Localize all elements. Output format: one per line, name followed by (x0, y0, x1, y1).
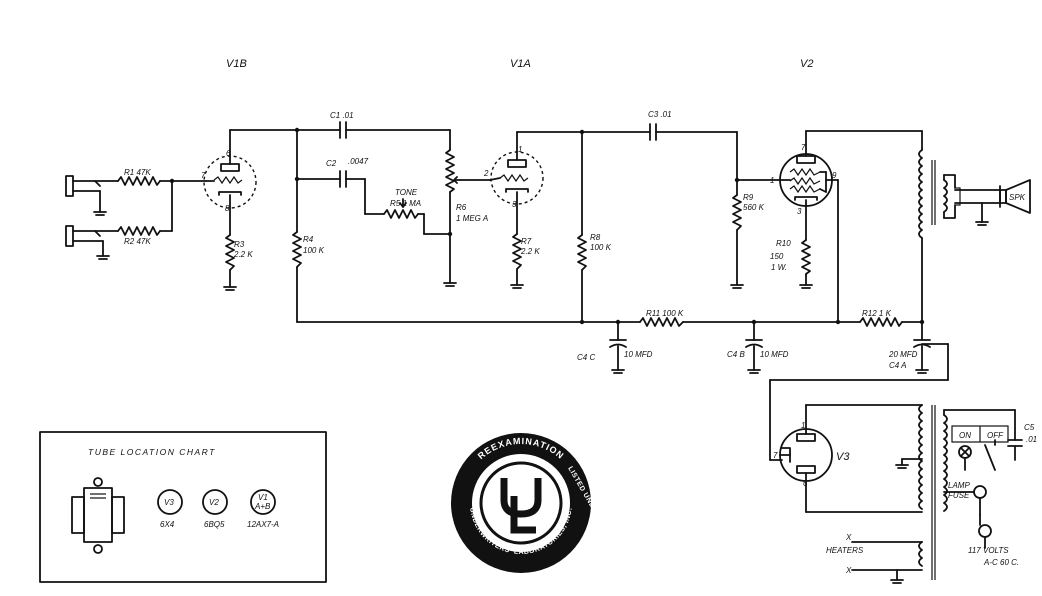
label-lamp: LAMP (948, 481, 970, 490)
ul-seal: REEXAMINATION UNDERWRITERS' LABORATORIES… (0, 0, 591, 573)
input-jack-2 (65, 225, 110, 260)
label-v3: V3 (836, 451, 850, 463)
label-c4b-value: 10 MFD (760, 350, 789, 359)
label-speaker: SPK (1009, 193, 1026, 202)
label-r10-wattage: 1 W. (771, 263, 787, 272)
resistor-r9 (732, 194, 742, 231)
label-switch-on: ON (959, 431, 971, 440)
label-heater-x1: X (845, 533, 852, 542)
chart-tube-v2 (202, 489, 228, 515)
resistor-r11 (639, 317, 684, 327)
label-c4a-value: 20 MFD (888, 350, 918, 359)
label-c4a: C4 A (889, 361, 907, 370)
label-fuse: FUSE (948, 491, 970, 500)
power-switch (943, 409, 1016, 471)
pin-v1b-grid: 7 (201, 171, 206, 180)
label-r10: R10 (776, 239, 791, 248)
pin-v1b-plate: 6 (226, 149, 231, 158)
label-c4c-value: 10 MFD (624, 350, 653, 359)
label-r6: R6 (456, 203, 467, 212)
pin-v3-plate-a: 1 (801, 421, 805, 430)
label-r4-value: 100 K (303, 246, 325, 255)
label-c5: C5 (1024, 423, 1035, 432)
label-c3: C3 .01 (648, 110, 672, 119)
resistor-r10 (801, 239, 811, 275)
chart-tube-v3 (157, 489, 183, 515)
label-r4: R4 (303, 235, 314, 244)
label-heaters: HEATERS (826, 546, 864, 555)
label-r7: R7 (521, 237, 532, 246)
transformer-icon (71, 477, 125, 554)
label-r6-value: 1 MEG A (456, 214, 488, 223)
label-v2: V2 (800, 58, 813, 70)
pin-v2-cathode: 3 (797, 207, 802, 216)
label-r5: R5 1 MA (390, 199, 421, 208)
label-c4c: C4 C (577, 353, 595, 362)
resistor-r8 (577, 234, 587, 271)
pin-v1b-cathode: 8 (225, 204, 230, 213)
label-r9-value: 560 K (743, 203, 765, 212)
label-mains-sub: A-C 60 C. (983, 558, 1019, 567)
pin-v1a-grid: 2 (483, 169, 489, 178)
label-r7-value: 2.2 K (520, 247, 540, 256)
label-r8-value: 100 K (590, 243, 612, 252)
chart-tube-v2-type: 6BQ5 (204, 520, 225, 529)
label-r8: R8 (590, 233, 601, 242)
resistor-r3 (225, 234, 235, 271)
pilot-lamp (958, 445, 972, 471)
label-c2-value: .0047 (348, 157, 369, 166)
fuse (943, 485, 987, 516)
chart-tube-v1-type: 12AX7-A (247, 520, 279, 529)
resistor-r4 (292, 231, 302, 268)
power-transformer (895, 404, 948, 580)
chart-tube-v2-label: V2 (209, 498, 219, 507)
tube-location-chart: TUBE LOCATION CHART V3 V2 V1 A+B 6X4 6BQ… (39, 431, 327, 583)
label-c5-value: .01 (1026, 435, 1037, 444)
speaker (943, 174, 1031, 226)
chart-tube-v1-sub: A+B (254, 502, 271, 511)
label-switch-off: OFF (987, 431, 1004, 440)
label-r3: R3 (234, 240, 245, 249)
output-transformer (918, 130, 948, 323)
seal-mark: UL (0, 0, 2, 1)
pin-v3-plate-b: 7 (773, 451, 778, 460)
chart-title: TUBE LOCATION CHART (88, 447, 216, 457)
label-r2: R2 47K (124, 237, 151, 246)
label-mains: 117 VOLTS (968, 546, 1009, 555)
label-r12: R12 1 K (862, 309, 892, 318)
label-c4b: C4 B (727, 350, 745, 359)
label-c1: C1 .01 (330, 111, 354, 120)
pin-v2-screen: 9 (832, 171, 837, 180)
potentiometer-r6 (445, 149, 455, 193)
resistor-r2 (117, 226, 161, 236)
potentiometer-r5 (383, 209, 419, 219)
resistor-r12 (859, 317, 903, 327)
label-r11: R11 100 K (646, 309, 684, 318)
pin-v1a-cathode: 3 (512, 200, 517, 209)
chart-tube-v1 (250, 489, 276, 515)
chart-tube-v3-type: 6X4 (160, 520, 175, 529)
pin-v2-plate: 7 (801, 143, 806, 152)
label-v1b: V1B (226, 58, 247, 70)
label-heater-x2: X (845, 566, 852, 575)
label-c2: C2 (326, 159, 337, 168)
label-r10-value: 150 (770, 252, 784, 261)
ac-plug (978, 514, 992, 549)
label-v1a: V1A (510, 58, 531, 70)
chart-tube-v1-label: V1 (258, 493, 268, 502)
pin-v1a-plate: 1 (518, 145, 522, 154)
resistor-r7 (512, 233, 522, 270)
chart-tube-v3-label: V3 (164, 498, 174, 507)
label-r5-tone: TONE (395, 188, 418, 197)
label-r9: R9 (743, 193, 754, 202)
label-r1: R1 47K (124, 168, 151, 177)
resistor-r1 (117, 176, 161, 186)
label-r3-value: 2.2 K (233, 250, 253, 259)
